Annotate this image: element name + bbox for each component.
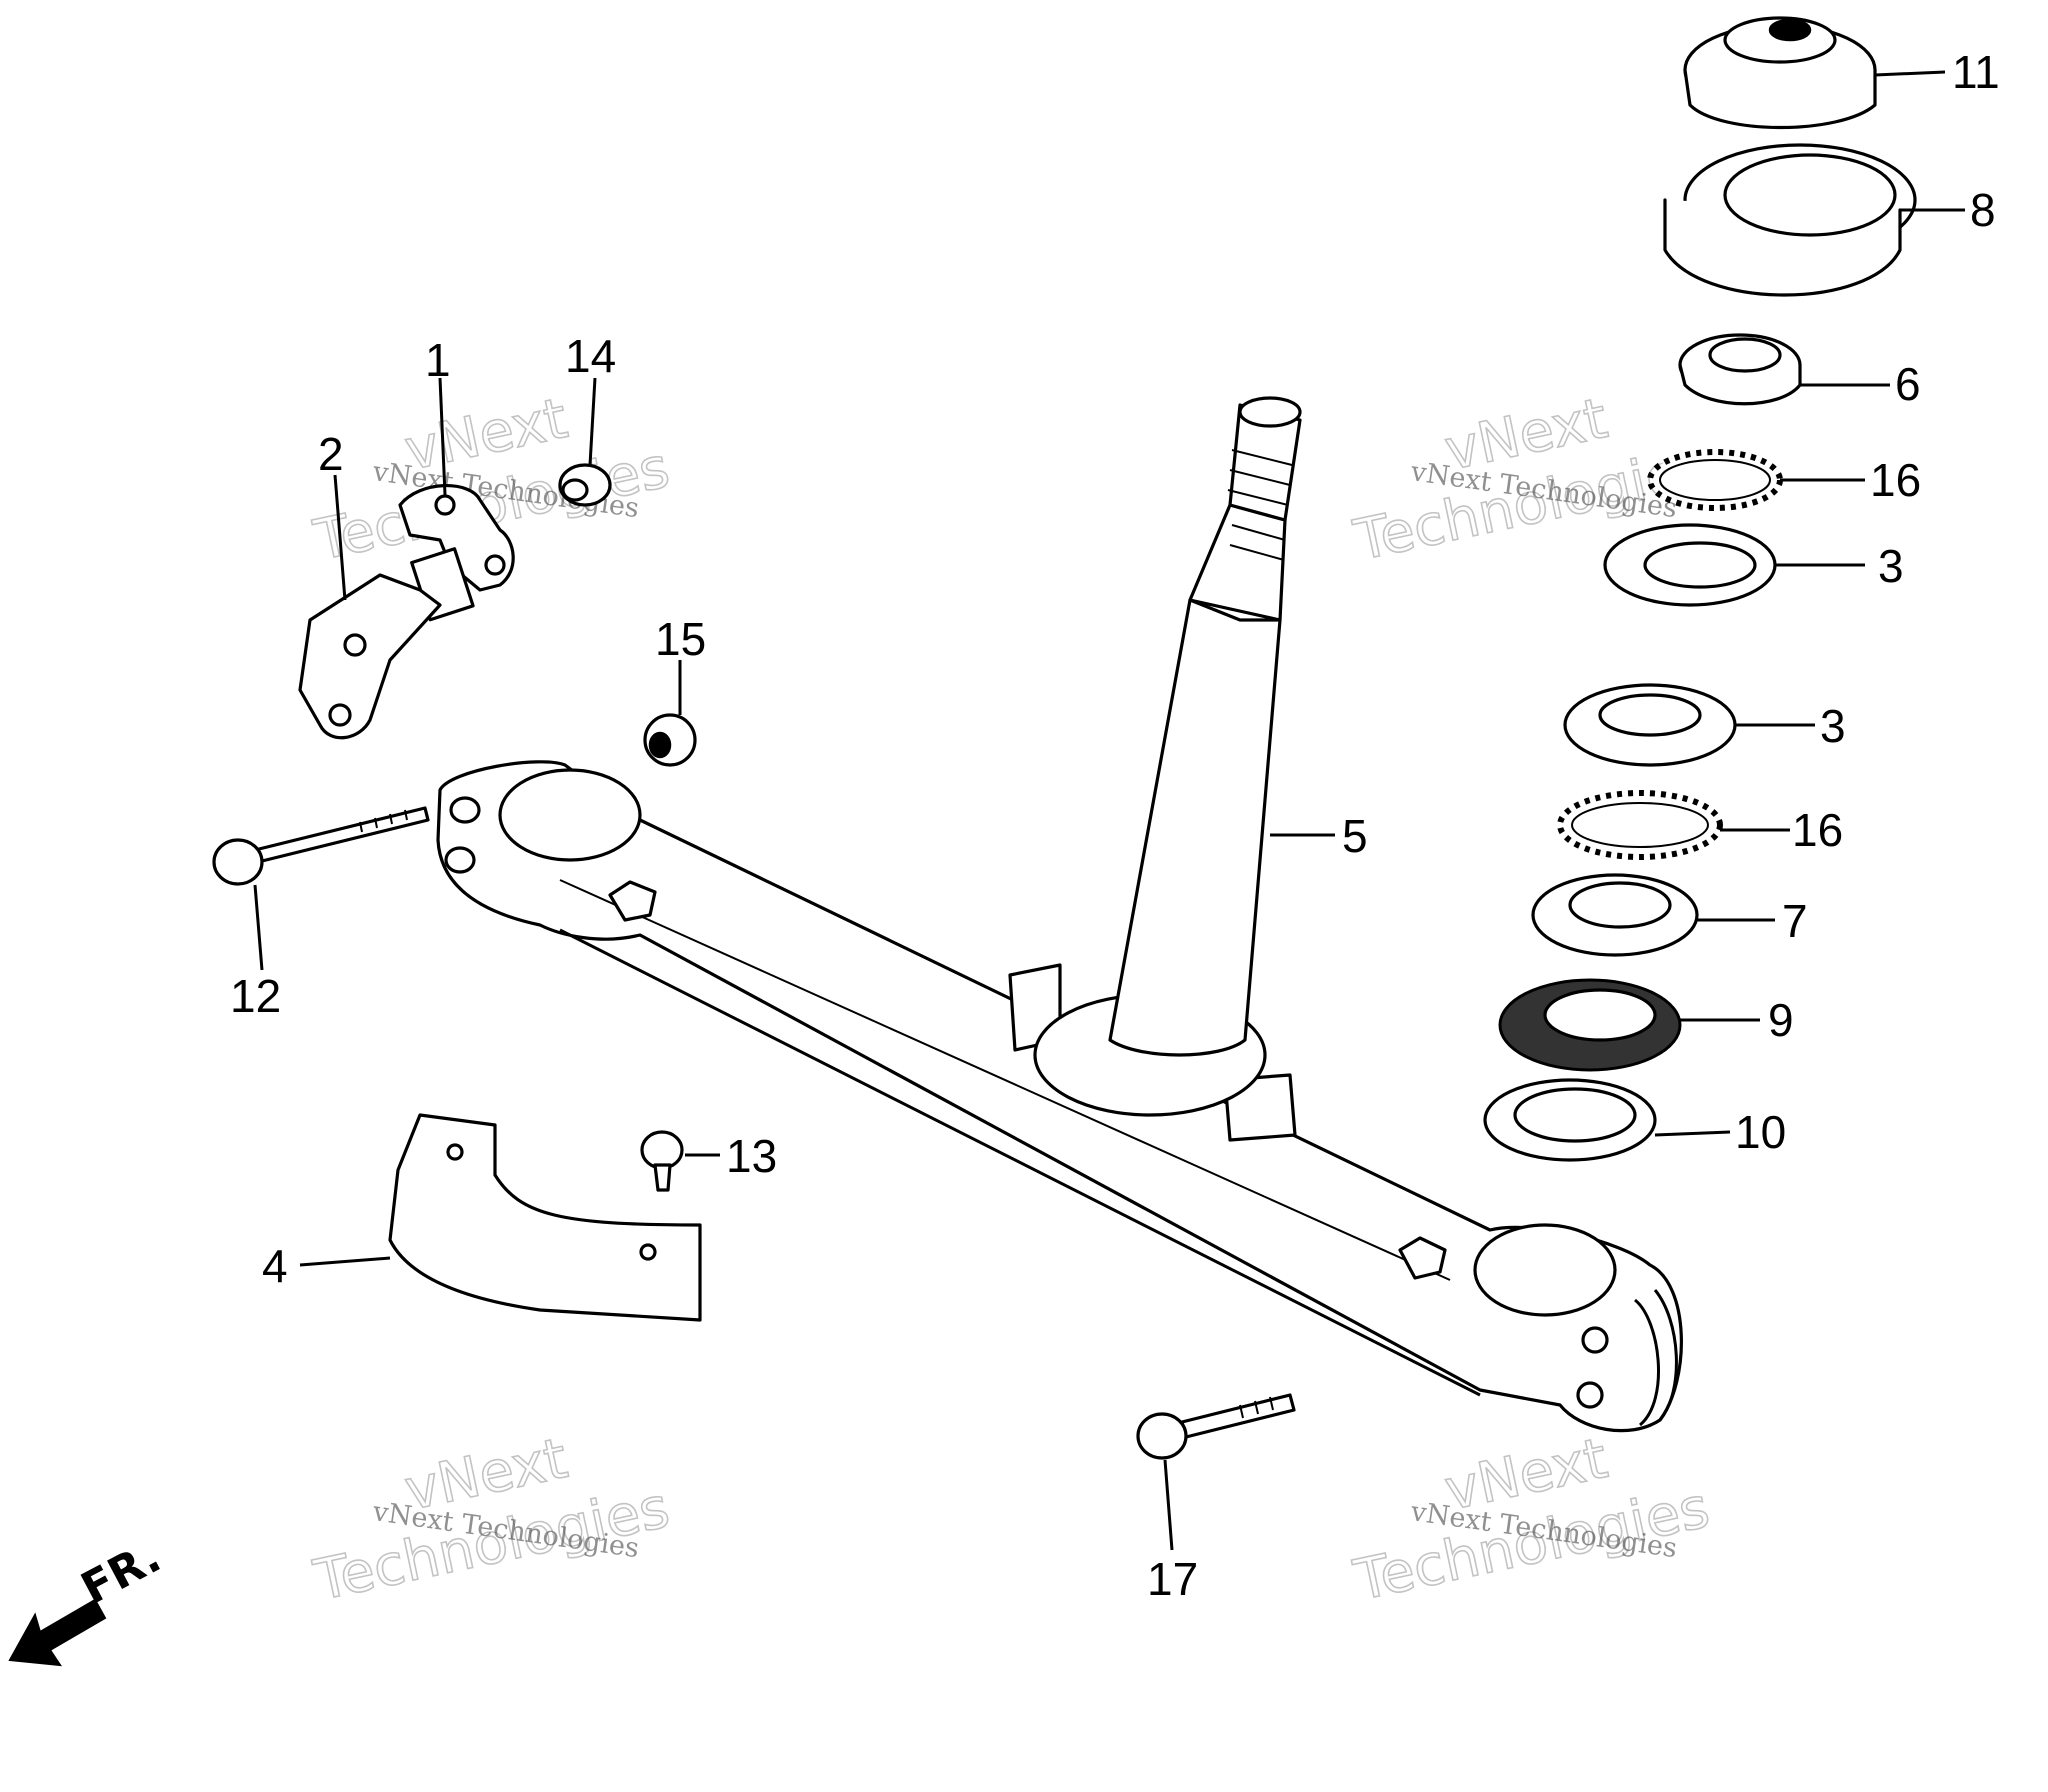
stem-threaded-top	[1228, 403, 1302, 522]
front-arrow-icon	[8, 1598, 107, 1667]
right-clamp-bore	[1473, 1223, 1617, 1317]
watermark-bottom-right: vNext Technologies vNext Technologies	[1348, 1425, 1716, 1614]
callout-13: 13	[726, 1130, 777, 1182]
part-4-cover	[388, 1113, 702, 1322]
callout-9: 9	[1768, 994, 1794, 1046]
part-15-grommet	[643, 713, 697, 767]
cover-hole-b	[639, 1243, 657, 1261]
callout-7: 7	[1782, 895, 1808, 947]
mount-plate-hole-b	[328, 703, 352, 727]
watermark-bottom-left: vNext Technologies vNext Technologies	[308, 1425, 676, 1614]
part-9-dust-seal-lower	[1498, 978, 1682, 1072]
callout-17: 17	[1147, 1553, 1198, 1605]
left-clamp-bore	[498, 768, 642, 862]
leader-lines	[253, 70, 1965, 1551]
bracket-hole-top	[434, 494, 456, 516]
stem-upper-section	[1188, 503, 1287, 622]
left-clamp-hole-b	[444, 846, 476, 874]
callout-10: 10	[1735, 1106, 1786, 1158]
part-10-washer	[1483, 1078, 1657, 1162]
callout-12: 12	[230, 970, 281, 1022]
stem-top-opening	[1238, 396, 1302, 428]
callout-16a: 16	[1870, 454, 1921, 506]
stem-shaft	[1108, 598, 1282, 1057]
front-label: FR.	[73, 1531, 169, 1614]
callout-16b: 16	[1792, 804, 1843, 856]
part-5-steering-stem	[436, 396, 1683, 1433]
part-3-cone-race-upper	[1603, 523, 1777, 607]
callout-numbers: 1 2 14 15 12 13 4 17 5 11 8 6 16 3 3 16 …	[230, 46, 2000, 1605]
front-direction-indicator: FR.	[8, 1531, 169, 1667]
part-17-bolt	[1136, 1393, 1296, 1460]
boss-right	[1398, 1236, 1447, 1280]
part-16-ball-race-lower	[1557, 790, 1723, 860]
callout-3a: 3	[1878, 540, 1904, 592]
part-13-bolt	[640, 1130, 684, 1192]
callout-1: 1	[425, 334, 451, 386]
cover-hole-a	[446, 1143, 464, 1161]
callout-11: 11	[1952, 46, 2000, 98]
bridge-center-line	[559, 879, 1451, 1281]
left-clamp-hole-a	[449, 796, 481, 824]
callout-3b: 3	[1820, 700, 1846, 752]
bridge-lower-edge	[559, 928, 1481, 1397]
callout-15: 15	[655, 613, 706, 665]
right-clamp-hole-b	[1576, 1381, 1604, 1409]
callout-14: 14	[565, 330, 616, 382]
part-12-bolt	[212, 806, 430, 886]
part-14-nut	[558, 463, 612, 507]
part-11-adjust-nut	[1683, 16, 1877, 129]
callout-4: 4	[262, 1240, 288, 1292]
callout-5: 5	[1342, 810, 1368, 862]
callout-2: 2	[318, 428, 344, 480]
mount-plate-hole-a	[343, 633, 367, 657]
bottom-bridge-body	[436, 760, 1683, 1433]
part-16-ball-race-upper	[1647, 449, 1783, 511]
part-7-bottom-cone-race	[1531, 873, 1699, 957]
boss-left	[608, 880, 657, 922]
part-8-race-cover	[1663, 143, 1917, 297]
part-2-mount-plate	[298, 573, 442, 740]
callout-8: 8	[1970, 184, 1996, 236]
bracket-hole	[484, 554, 506, 576]
callout-6: 6	[1895, 358, 1921, 410]
part-3-cone-race-lower	[1563, 683, 1737, 767]
part-6-dust-seal	[1678, 333, 1802, 406]
right-clamp-hole-a	[1581, 1326, 1609, 1354]
